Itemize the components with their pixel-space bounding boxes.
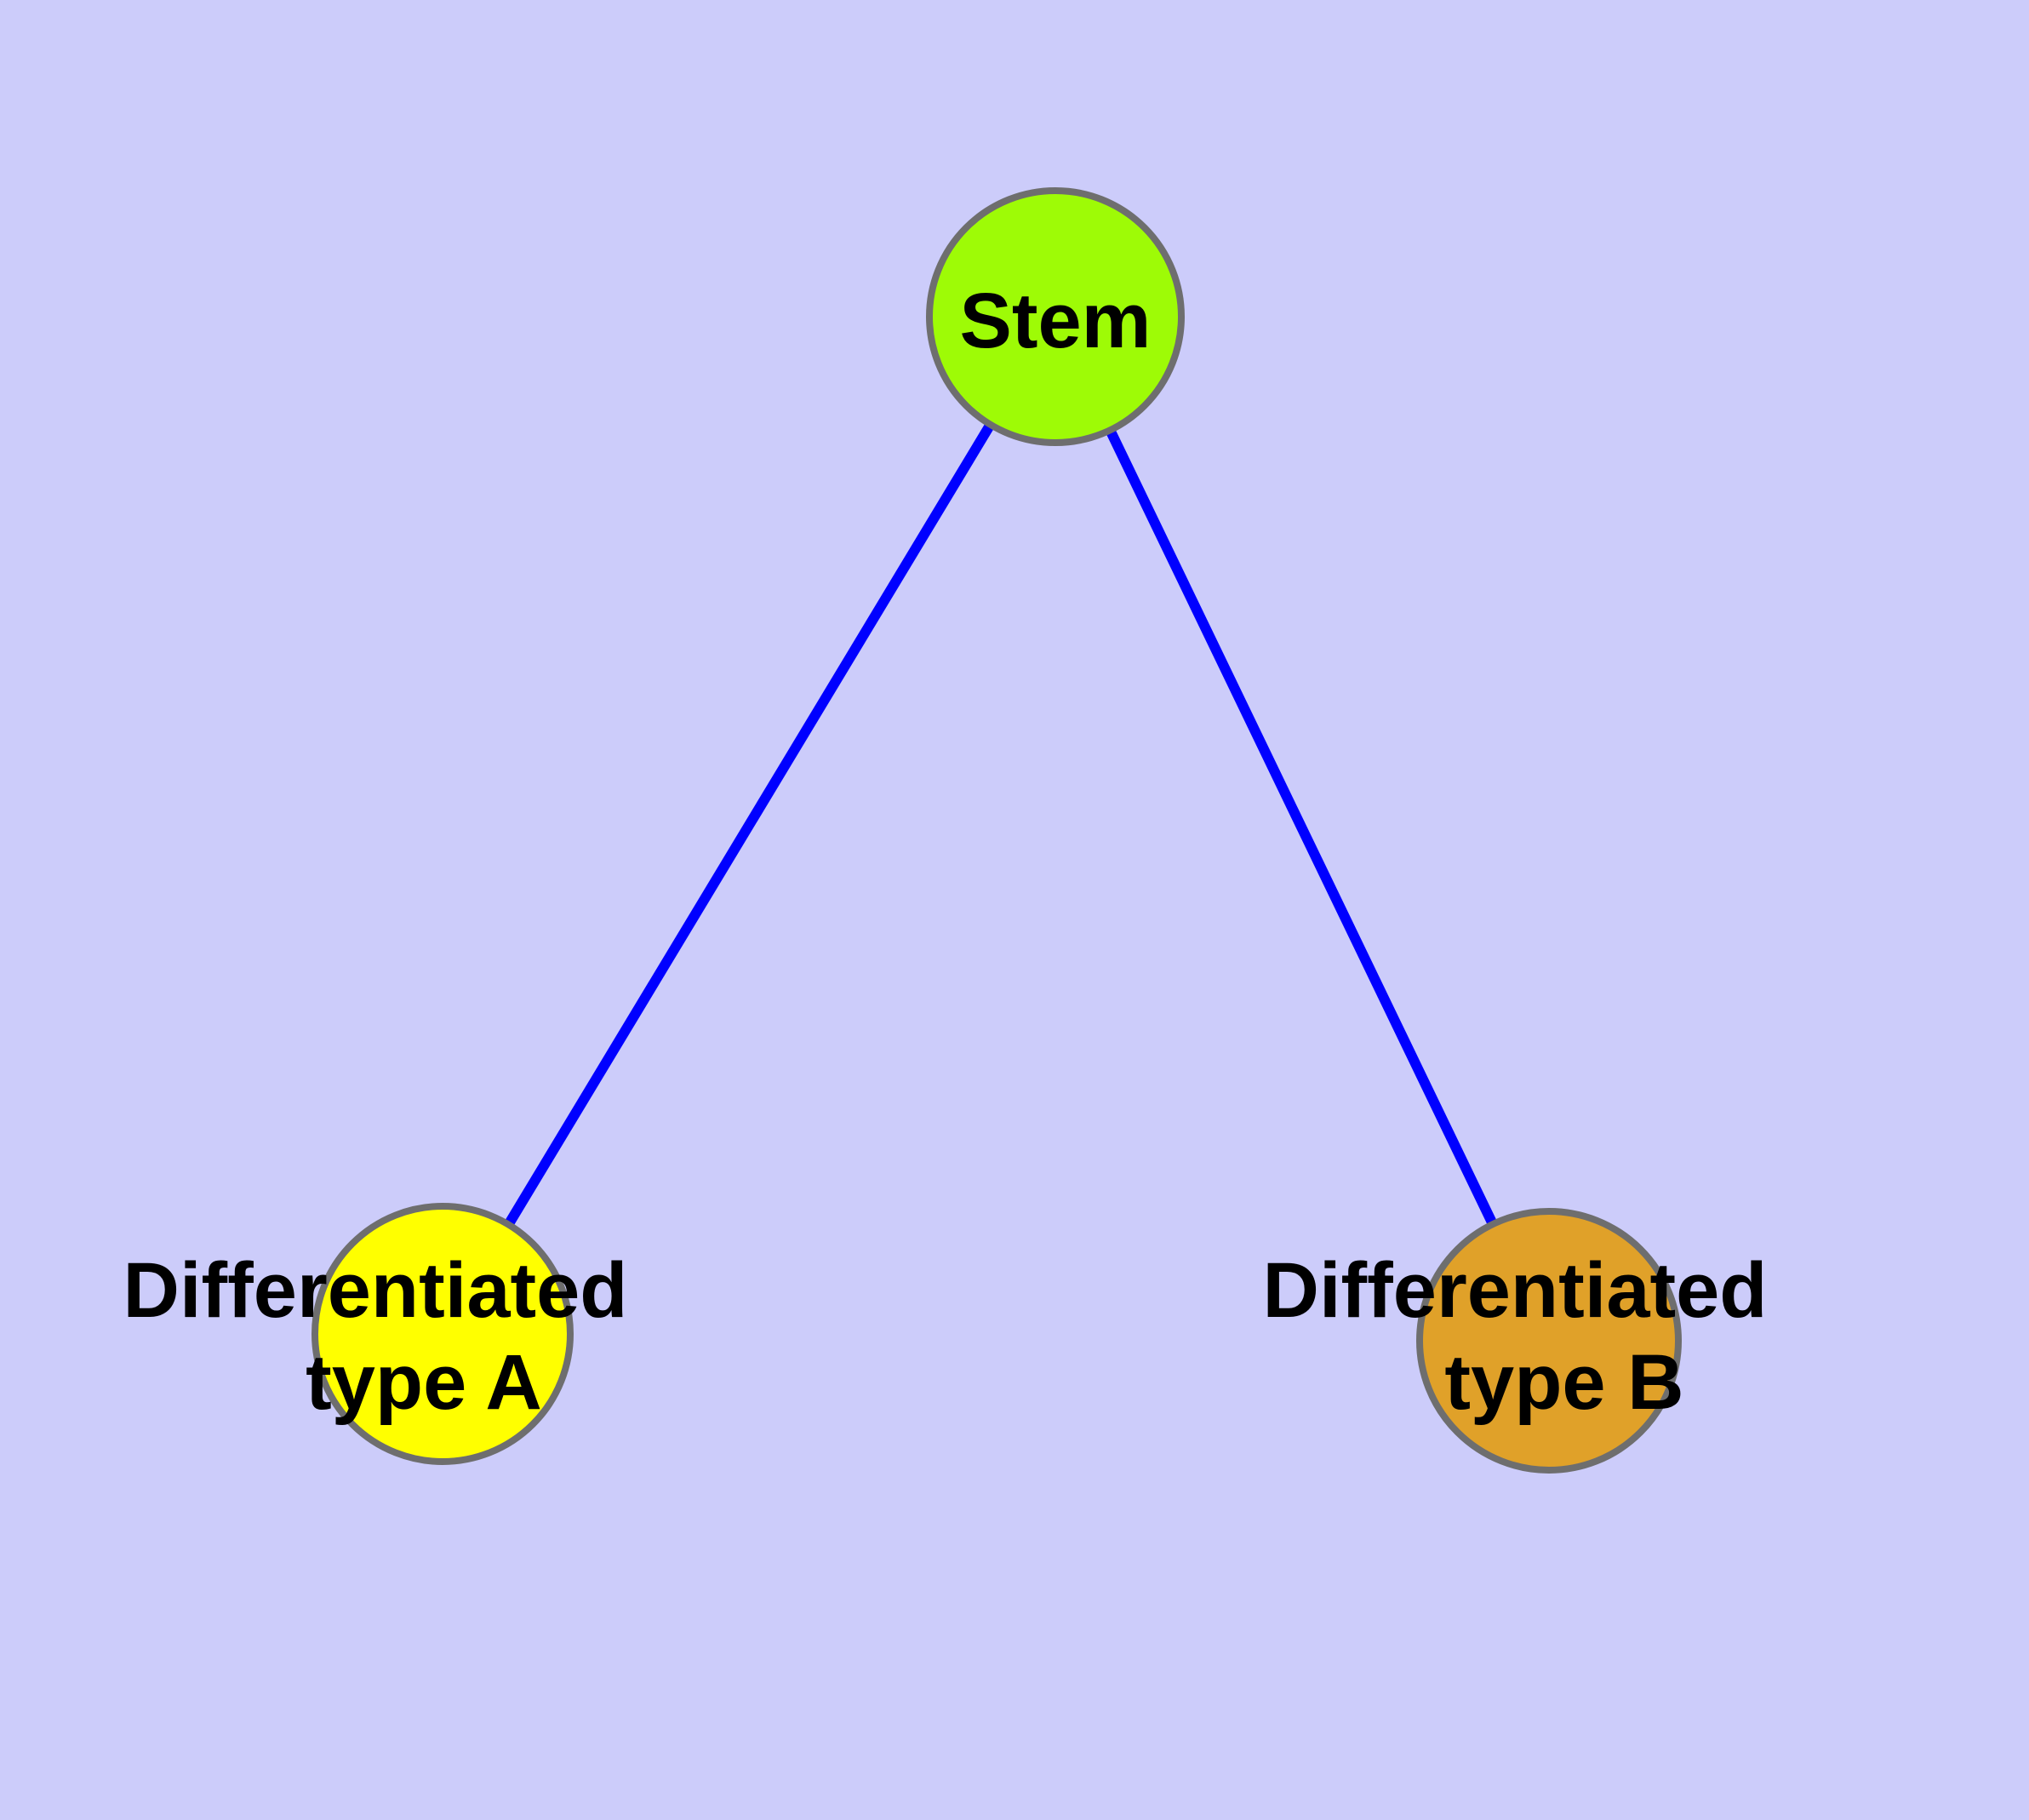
- node-stem[interactable]: [926, 187, 1185, 446]
- node-differentiated-type-b[interactable]: [1416, 1208, 1682, 1474]
- node-differentiated-type-a-circle[interactable]: [311, 1203, 574, 1465]
- edge-stem-to-differentiated-type-a[interactable]: [437, 313, 1060, 1337]
- node-differentiated-type-b-label-line2: type B: [1444, 1339, 1683, 1426]
- node-layer: [311, 187, 1682, 1474]
- node-differentiated-type-a-label-line1: Differentiated: [123, 1247, 628, 1334]
- node-differentiated-type-b-circle[interactable]: [1416, 1208, 1682, 1474]
- node-differentiated-type-a-label-line2: type A: [306, 1339, 542, 1426]
- edge-stem-to-differentiated-type-b[interactable]: [1050, 314, 1554, 1343]
- node-stem-label-line1: Stem: [960, 278, 1152, 364]
- edge-layer: [437, 313, 1554, 1343]
- node-differentiated-type-b-label-line1: Differentiated: [1263, 1247, 1768, 1334]
- node-differentiated-type-a[interactable]: [311, 1203, 574, 1465]
- label-layer: Stem Differentiated type A Differentiate…: [123, 278, 1768, 1426]
- node-stem-circle[interactable]: [926, 187, 1185, 446]
